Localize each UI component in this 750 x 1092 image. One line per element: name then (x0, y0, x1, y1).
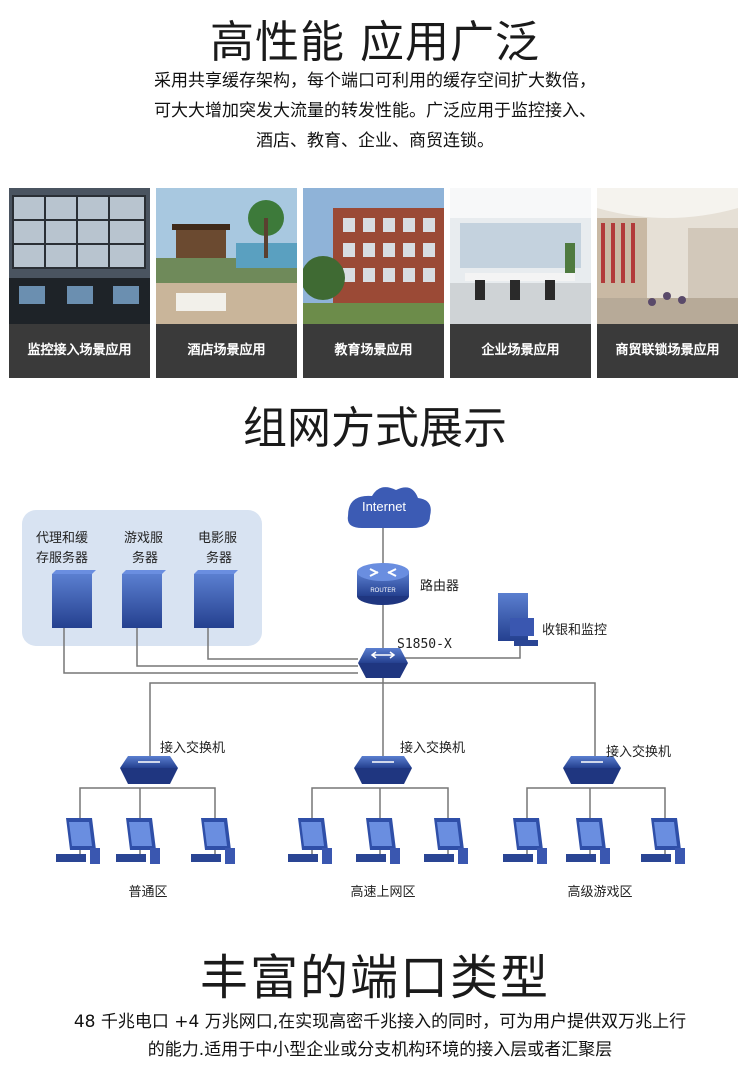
network-topology-diagram: Internet ROUTER 路由器 S1850-X 收银和监控 代理和缓 存… (22, 487, 685, 900)
mall-image (597, 188, 738, 324)
server-label-line: 务器 (206, 550, 232, 566)
client-pc-icon (566, 818, 610, 864)
client-pc-icon (56, 818, 100, 864)
scene-label: 教育场景应用 (303, 324, 444, 378)
server-label-line: 务器 (132, 550, 158, 566)
scene-card-retail: 商贸联锁场景应用 (597, 188, 738, 378)
client-pc-icon (356, 818, 400, 864)
scene-label: 企业场景应用 (450, 324, 591, 378)
scene-card-enterprise: 企业场景应用 (450, 188, 591, 378)
server-label-line: 存服务器 (36, 550, 88, 566)
client-pc-icon (641, 818, 685, 864)
intro-line: 可大大增加突发大流量的转发性能。广泛应用于监控接入、 (154, 101, 596, 121)
zone-label-normal: 普通区 (128, 885, 167, 900)
zone-label-highspeed: 高速上网区 (350, 884, 415, 900)
internet-cloud-icon: Internet (347, 487, 431, 528)
hotel-image (156, 188, 297, 324)
client-pc-icon (424, 818, 468, 864)
scene-label: 酒店场景应用 (156, 324, 297, 378)
intro-paragraph: 采用共享缓存架构，每个端口可利用的缓存空间扩大数倍， 可大大增加突发大流量的转发… (60, 66, 690, 156)
intro-line: 酒店、教育、企业、商贸连锁。 (256, 131, 494, 151)
server-3: 电影服 务器 (194, 531, 238, 628)
scene-label: 商贸联锁场景应用 (597, 324, 738, 378)
zone-label-gaming: 高级游戏区 (567, 884, 632, 900)
internet-label: Internet (362, 499, 406, 514)
router-icon: ROUTER (357, 563, 409, 605)
server-tower-icon (122, 570, 166, 628)
desc-line: 的能力.适用于中小型企业或分支机构环境的接入层或者汇聚层 (147, 1040, 613, 1060)
section-title-ports: 丰富的端口类型 (199, 950, 550, 1006)
monitoring-label: 收银和监控 (542, 623, 607, 638)
desc-line: 48 千兆电口 +4 万兆网口,在实现高密千兆接入的同时，可为用户提供双万兆上行 (73, 1012, 687, 1032)
access-switch-label: 接入交换机 (606, 744, 671, 760)
router-badge: ROUTER (370, 588, 396, 594)
scene-card-education: 教育场景应用 (303, 188, 444, 378)
server-tower-icon (194, 570, 238, 628)
scene-gallery: 监控接入场景应用 酒店场景应用 教育场景应用 (9, 188, 741, 378)
surveillance-image (9, 188, 150, 324)
scene-card-hotel: 酒店场景应用 (156, 188, 297, 378)
core-switch-label: S1850-X (397, 637, 452, 652)
server-label-line: 电影服 (198, 531, 237, 546)
access-switch-2 (354, 756, 412, 784)
router-label: 路由器 (420, 578, 459, 594)
server-label-line: 游戏服 (124, 531, 163, 546)
access-switch-label: 接入交换机 (400, 740, 465, 756)
server-2: 游戏服 务器 (122, 531, 166, 628)
core-switch-icon (358, 648, 408, 678)
client-pc-icon (503, 818, 547, 864)
office-image (450, 188, 591, 324)
access-switch-3 (563, 756, 621, 784)
access-switch-1 (120, 756, 178, 784)
client-pc-icon (288, 818, 332, 864)
section-title-performance: 高性能 应用广泛 (210, 17, 540, 68)
intro-line: 采用共享缓存架构，每个端口可利用的缓存空间扩大数倍， (154, 71, 596, 91)
section-title-networking: 组网方式展示 (243, 403, 507, 454)
server-label-line: 代理和缓 (36, 531, 88, 546)
client-pc-icon (116, 818, 160, 864)
scene-card-surveillance: 监控接入场景应用 (9, 188, 150, 378)
access-switch-label: 接入交换机 (160, 740, 225, 756)
client-pcs (56, 818, 685, 864)
monitoring-pc-icon (498, 593, 538, 646)
server-1: 代理和缓 存服务器 (36, 531, 96, 628)
server-tower-icon (52, 570, 96, 628)
scene-label: 监控接入场景应用 (9, 324, 150, 378)
client-pc-icon (191, 818, 235, 864)
school-image (303, 188, 444, 324)
ports-description: 48 千兆电口 +4 万兆网口,在实现高密千兆接入的同时，可为用户提供双万兆上行… (20, 1008, 740, 1064)
